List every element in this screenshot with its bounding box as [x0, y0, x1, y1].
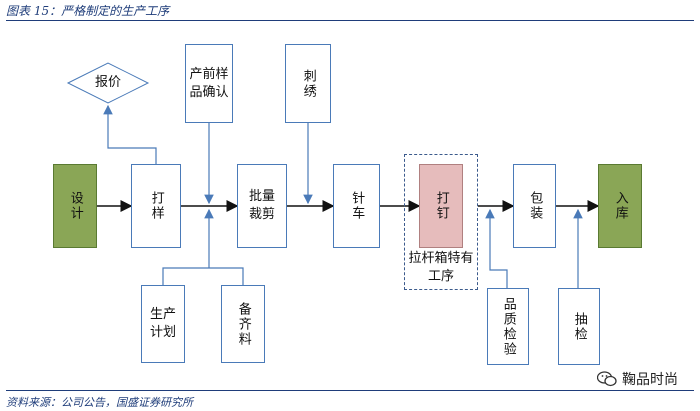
sample-label: 打样: [148, 191, 164, 221]
bracket-planning-materials: [162, 267, 244, 285]
bottom-rule: [6, 390, 694, 391]
spotcheck-box: 抽检: [558, 288, 600, 365]
cutting-label: 批量裁剪: [248, 189, 275, 222]
planning-box: 生产计划: [141, 285, 185, 363]
arrow-sample-quote: [103, 104, 157, 164]
special-process-label: 拉杆箱特有工序: [408, 251, 474, 285]
sewing-label: 针车: [349, 191, 365, 221]
design-label: 设计: [67, 191, 83, 221]
embroidery-label: 刺绣: [300, 68, 316, 99]
source-note: 资料来源：公司公告，国盛证券研究所: [6, 396, 193, 409]
wechat-icon: [597, 371, 617, 387]
riveting-label: 打钉: [433, 191, 449, 221]
riveting-box: 打钉: [419, 164, 463, 248]
arrow-qc-main: [485, 208, 508, 288]
planning-label: 生产计划: [149, 307, 176, 340]
spotcheck-label: 抽检: [571, 311, 587, 342]
qc-label: 品质检验: [500, 296, 516, 357]
warehouse-box: 入库: [598, 164, 642, 248]
embroidery-box: 刺绣: [285, 44, 331, 123]
warehouse-label: 入库: [612, 191, 628, 221]
quote-diamond: [66, 62, 150, 104]
top-rule: [6, 20, 694, 21]
qc-box: 品质检验: [487, 288, 529, 365]
quote-label: 报价: [94, 75, 121, 90]
sewing-box: 针车: [333, 164, 380, 248]
design-box: 设计: [53, 164, 97, 248]
cutting-box: 批量裁剪: [237, 164, 287, 248]
packing-label: 包装: [527, 191, 543, 221]
watermark-text: 鞠品时尚: [622, 372, 678, 388]
preconfirm-label: 产前样品确认: [189, 66, 229, 100]
preconfirm-box: 产前样品确认: [185, 44, 233, 123]
special-process-frame: [404, 154, 478, 290]
packing-box: 包装: [513, 164, 556, 248]
materials-box: 备齐料: [221, 285, 265, 363]
materials-label: 备齐料: [235, 301, 251, 347]
watermark: 鞠品时尚: [597, 369, 678, 389]
figure-title: 图表 15：严格制定的生产工序: [6, 4, 170, 18]
sample-box: 打样: [131, 164, 181, 248]
